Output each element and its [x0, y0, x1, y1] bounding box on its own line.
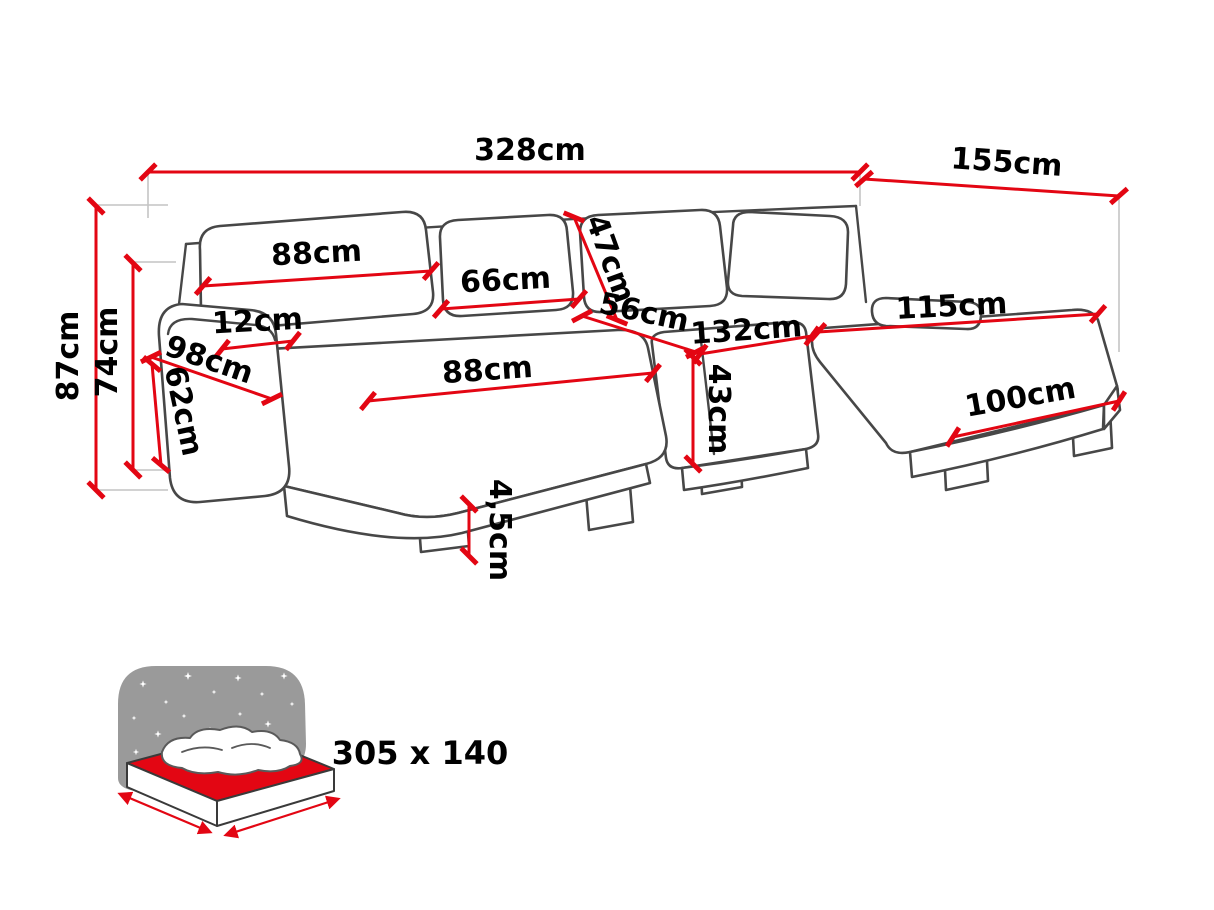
dim-back-cushion-height-line — [562, 210, 629, 327]
dim-left-chaise-width-label: 88cm — [441, 350, 534, 391]
dim-total-depth-line — [853, 169, 1130, 206]
dim-center-seat-width-line — [691, 325, 821, 365]
bed-length-arrow — [117, 791, 213, 835]
bed-blanket — [160, 725, 303, 776]
dim-right-chaise-length-line — [808, 304, 1108, 342]
dim-center-back-cushion-width-line — [431, 288, 589, 320]
dim-total-width-label: 328cm — [474, 133, 586, 168]
dim-total-depth-label: 155cm — [950, 141, 1064, 184]
dim-right-chaise-length-label: 115cm — [895, 286, 1008, 327]
dim-left-chaise-width-line — [359, 362, 662, 412]
dim-center-back-cushion-width-label: 66cm — [459, 261, 552, 301]
dim-back-cushion-width-label: 88cm — [270, 234, 363, 274]
left-chaise-front — [282, 462, 652, 540]
dim-right-chaise-width-line — [944, 390, 1128, 448]
dim-armrest-top-width-line — [213, 330, 302, 360]
bed-width-arrow — [223, 795, 341, 839]
back-cushion-far-right — [726, 210, 850, 301]
bed-blanket-fold — [181, 746, 223, 753]
dim-armrest-top-width-label: 12cm — [211, 302, 304, 342]
dim-center-seat-width-label: 132cm — [689, 309, 803, 352]
sleeping-area-size-label: 305 x 140 — [332, 734, 509, 772]
dim-total-height-label: 87cm — [51, 311, 86, 402]
dim-armrest-height-line — [141, 354, 172, 475]
dim-backrest-height-label: 74cm — [90, 307, 125, 398]
dim-armrest-depth-line — [139, 349, 284, 407]
dim-leg-height-label: 4,5cm — [482, 479, 517, 581]
backrest-right-edge — [854, 204, 868, 304]
bed-blanket-fold — [231, 743, 271, 749]
bed-sleeping-area-icon — [117, 666, 341, 839]
dim-seat-height-label: 43cm — [701, 364, 736, 455]
center-seat-front — [680, 447, 810, 492]
dim-seat-back-width-line — [570, 308, 708, 360]
dim-back-cushion-width-line — [193, 260, 441, 297]
